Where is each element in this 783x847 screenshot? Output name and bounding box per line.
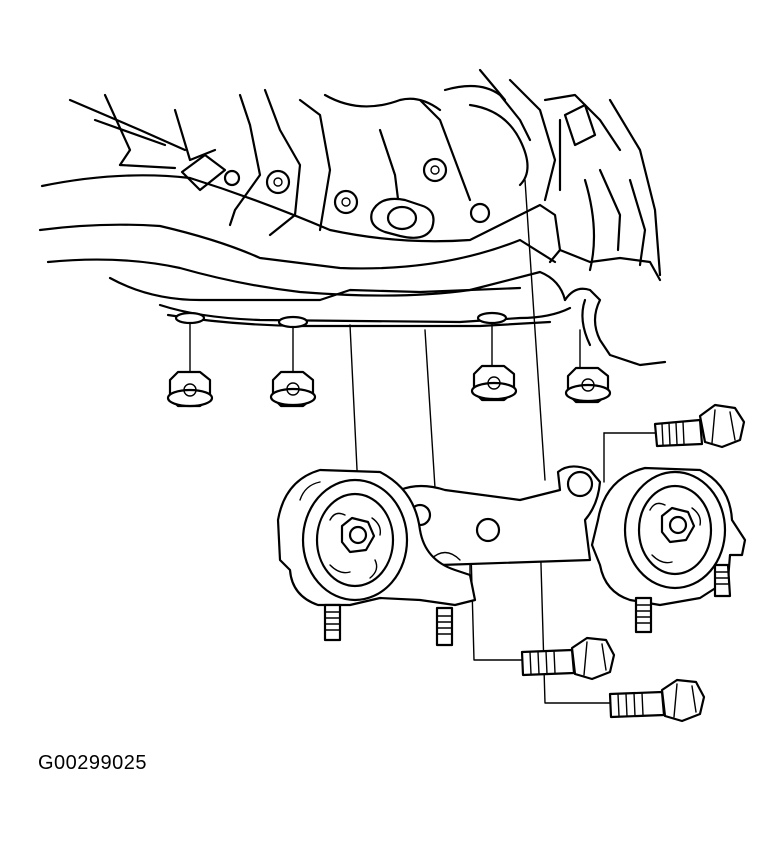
bolt-lower-middle xyxy=(520,636,616,681)
right-rubber-mount xyxy=(590,466,747,634)
engine-block xyxy=(68,68,662,277)
crossmember xyxy=(38,174,667,367)
flange-nut-2 xyxy=(269,370,317,408)
flange-nut-3 xyxy=(470,364,518,402)
figure-code: G00299025 xyxy=(38,752,148,774)
bolt-lower-right xyxy=(608,678,706,723)
leader-lines xyxy=(189,179,656,704)
bolt-upper-right xyxy=(653,403,746,449)
flange-nut-4 xyxy=(564,366,612,404)
flange-nut-1 xyxy=(166,370,214,408)
left-rubber-mount xyxy=(276,468,477,647)
